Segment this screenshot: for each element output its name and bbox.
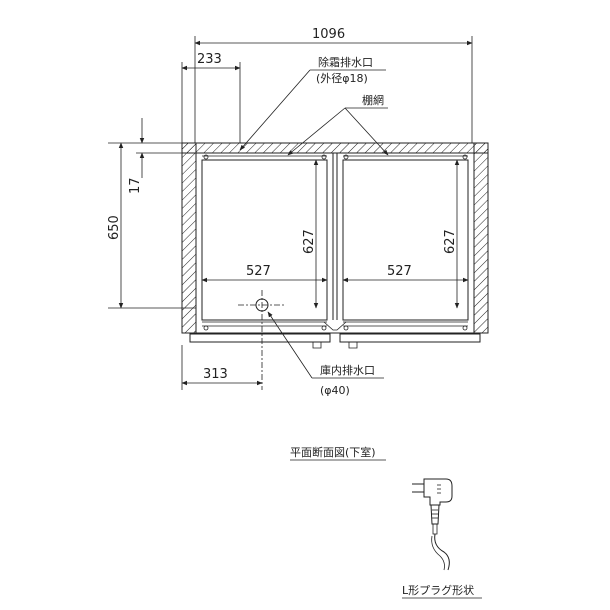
- dim-inner-depth-left-text: 627: [302, 229, 317, 254]
- dim-inner-width-left-text: 527: [246, 264, 271, 279]
- l-plug-icon: [412, 478, 453, 571]
- caption-plan-section: 平面断面図(下室): [290, 445, 386, 461]
- caption-plug-shape: L形プラグ形状: [402, 583, 482, 599]
- label-shelf-net: 棚網: [362, 93, 384, 107]
- drain-circle-icon: [238, 290, 285, 390]
- compartment-right: [342, 154, 469, 331]
- dim-drain-offset: 313: [181, 345, 263, 390]
- callout-shelf-net: 棚網: [287, 93, 389, 156]
- dim-top-wall-text: 17: [128, 177, 143, 194]
- caption-plan-section-text: 平面断面図(下室): [290, 445, 376, 459]
- dim-defrost-offset-text: 233: [197, 52, 222, 67]
- callout-defrost-drain: 除霜排水口 (外径φ18): [239, 55, 386, 151]
- label-inner-drain: 庫内排水口: [320, 363, 375, 377]
- cabinet-outline: [181, 142, 489, 349]
- dim-overall-width-text: 1096: [312, 27, 345, 42]
- dim-inner-depth-right: 627: [443, 159, 460, 309]
- dim-inner-width-right-text: 527: [387, 264, 412, 279]
- dim-defrost-offset: 233: [181, 52, 241, 143]
- dim-inner-depth-left: 627: [302, 159, 319, 309]
- label-defrost-drain-spec: (外径φ18): [316, 72, 368, 85]
- dim-inner-width-right: 527: [342, 264, 469, 283]
- dim-overall-width: 1096: [194, 27, 473, 143]
- label-inner-drain-spec: (φ40): [320, 384, 350, 397]
- compartment-left: [201, 154, 328, 331]
- dim-depth: 650: [107, 142, 196, 309]
- callout-inner-drain: 庫内排水口 (φ40): [267, 311, 384, 397]
- dim-depth-text: 650: [107, 215, 122, 240]
- dim-drain-offset-text: 313: [203, 367, 228, 382]
- caption-plug-shape-text: L形プラグ形状: [402, 583, 474, 597]
- dim-top-wall: 17: [128, 118, 196, 194]
- dim-inner-width-left: 527: [201, 264, 328, 283]
- label-defrost-drain: 除霜排水口: [318, 55, 373, 69]
- dim-inner-depth-right-text: 627: [443, 229, 458, 254]
